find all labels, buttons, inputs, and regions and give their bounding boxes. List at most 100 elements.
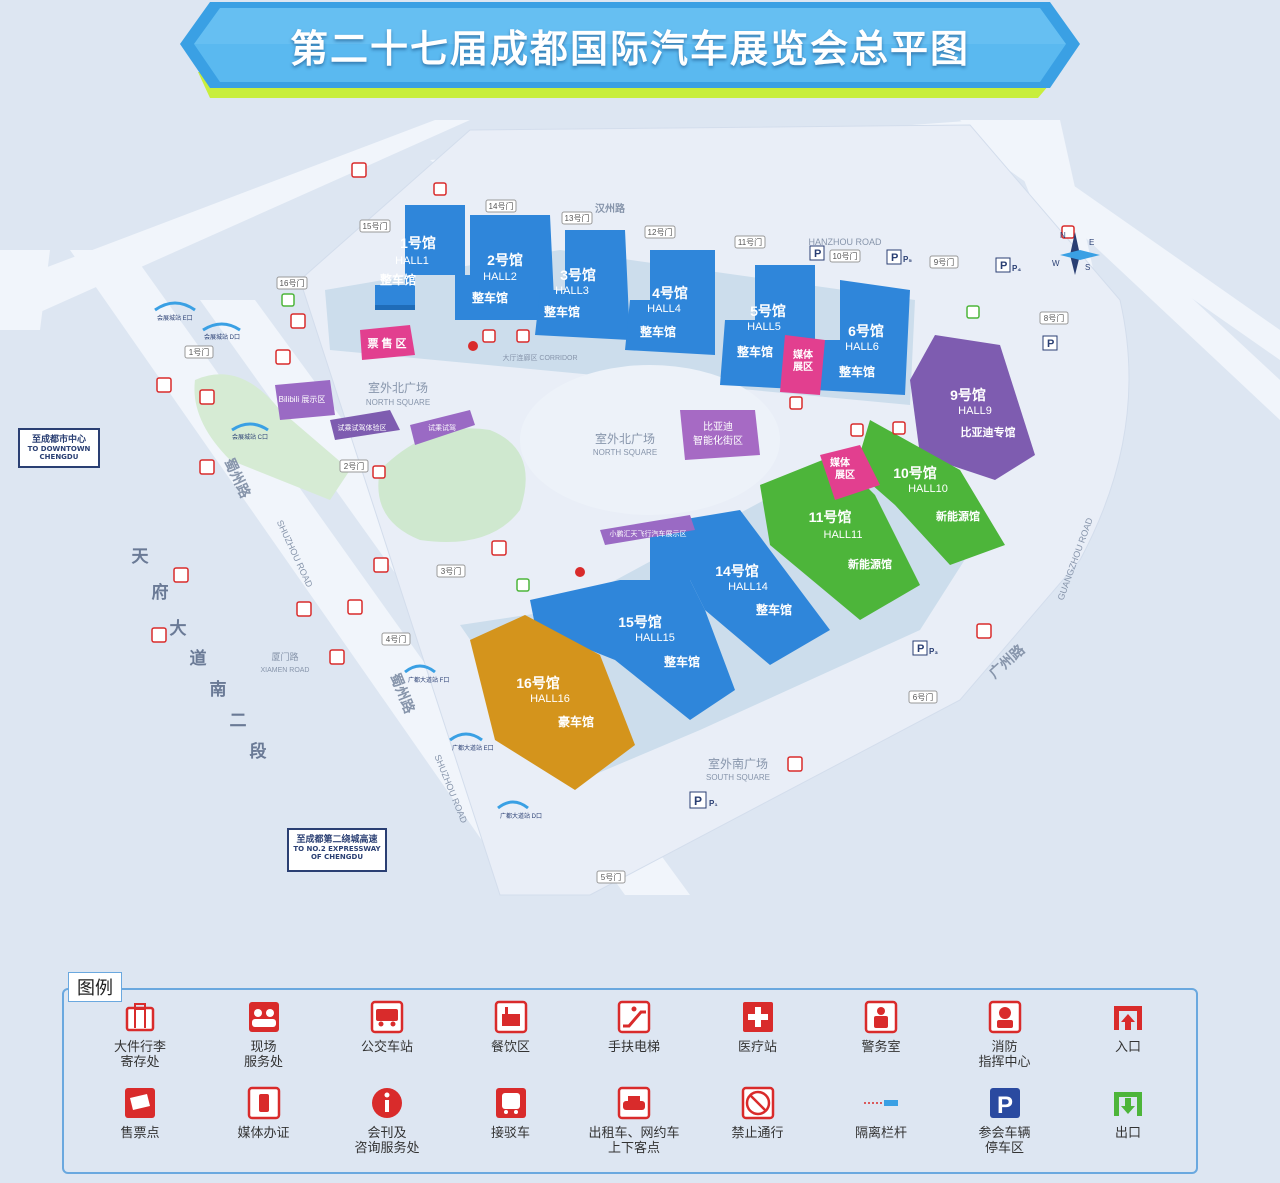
downtown-sign: 至成都市中心 TO DOWNTOWN CHENGDU xyxy=(18,428,100,468)
station-e2-icon xyxy=(449,732,483,742)
hall-11-en: HALL11 xyxy=(824,529,863,541)
ticket-icon xyxy=(373,557,389,573)
hall-11-type: 新能源馆 xyxy=(848,557,892,571)
svg-text:P₅: P₅ xyxy=(903,255,912,264)
testdrive-zone-b xyxy=(410,410,475,445)
xiaopeng-zone xyxy=(600,515,695,545)
svg-text:P₃: P₃ xyxy=(929,647,938,656)
legend-item-label: 医疗站 xyxy=(737,1040,777,1055)
svg-text:W: W xyxy=(1052,259,1060,268)
road-hanzhou-en: HANZHOU ROAD xyxy=(808,237,882,247)
corridor-label: 大厅连廊区 CORRIDOR xyxy=(502,353,577,362)
bus-icon xyxy=(351,162,367,178)
bus-icon xyxy=(173,567,189,583)
svg-text:天: 天 xyxy=(132,547,150,566)
no-entry-icon xyxy=(1061,225,1075,239)
gate-6: 6号门 xyxy=(913,692,933,702)
hall-3-en: HALL3 xyxy=(555,285,589,297)
svg-text:P: P xyxy=(814,248,821,260)
north-square-1-en: NORTH SQUARE xyxy=(366,398,430,407)
testdrive-a-label: 试乘试驾体验区 xyxy=(338,423,387,432)
north-square-2-en: NORTH SQUARE xyxy=(593,448,657,457)
legend-item-label: 会刊及 咨询服务处 xyxy=(354,1126,420,1156)
legend-item: 餐饮区 xyxy=(449,1000,573,1055)
gate-15: 15号门 xyxy=(363,221,388,231)
expressway-sign: 至成都第二绕城高速 TO NO.2 EXPRESSWAY OF CHENGDU xyxy=(287,828,387,872)
exit-icon xyxy=(1111,1086,1145,1120)
bus-icon xyxy=(199,459,215,475)
legend-item: 大件行李 寄存处 xyxy=(78,1000,202,1070)
svg-text:二: 二 xyxy=(230,711,247,730)
legend-item: P 参会车辆 停车区 xyxy=(943,1086,1067,1156)
shuttle-icon xyxy=(787,756,803,772)
hall-6 xyxy=(815,280,910,395)
compass-icon: N E S W xyxy=(1052,231,1100,275)
shuttle-icon xyxy=(347,599,363,615)
hall-15-name: 15号馆 xyxy=(618,614,662,630)
legend-item-label: 警务室 xyxy=(861,1040,901,1055)
gate-8: 8号门 xyxy=(1044,313,1064,323)
shuttle-icon xyxy=(494,1086,528,1120)
svg-text:广都大道站 D口: 广都大道站 D口 xyxy=(500,812,542,820)
gate-2: 2号门 xyxy=(344,461,364,471)
legend-item: 会刊及 咨询服务处 xyxy=(325,1086,449,1156)
hall-11-name: 11号馆 xyxy=(809,509,852,525)
legend-item: 现场 服务处 xyxy=(202,1000,326,1070)
hall-6-type: 整车馆 xyxy=(838,364,875,379)
green-lawn-2 xyxy=(194,374,350,500)
gate-9: 9号门 xyxy=(934,257,954,267)
hall-10-name: 10号馆 xyxy=(893,465,937,481)
gate-16: 16号门 xyxy=(280,278,305,288)
hall-10-type: 新能源馆 xyxy=(936,509,980,523)
police-icon xyxy=(864,1000,898,1034)
hall-9 xyxy=(910,335,1035,480)
hall-14-type: 整车馆 xyxy=(755,602,792,617)
hall-14-en: HALL14 xyxy=(728,581,768,593)
road-hanzhou: 汉州路 xyxy=(595,202,626,215)
svg-text:P: P xyxy=(891,252,898,264)
station-c-icon xyxy=(231,422,269,432)
hall-3-type: 整车馆 xyxy=(543,304,580,319)
hall-4 xyxy=(625,250,715,355)
hall-3-name: 3号馆 xyxy=(560,267,596,283)
svg-text:会展城站 D口: 会展城站 D口 xyxy=(204,333,240,341)
info-icon xyxy=(370,1086,404,1120)
svg-text:P: P xyxy=(917,643,924,655)
hall-6-name: 6号馆 xyxy=(848,323,884,339)
hall-15 xyxy=(530,580,735,720)
gate-11: 11号门 xyxy=(738,237,762,247)
road-xiamen-en: XIAMEN ROAD xyxy=(260,667,309,674)
svg-text:P: P xyxy=(1047,338,1054,350)
shuttle-icon xyxy=(329,649,345,665)
svg-text:P₄: P₄ xyxy=(1012,264,1021,273)
medical-icon xyxy=(482,329,496,343)
media-icon xyxy=(247,1086,281,1120)
bilibili-zone xyxy=(275,380,335,420)
shuttle-icon xyxy=(976,623,992,639)
map-icons xyxy=(151,162,1075,772)
hall-5-en: HALL5 xyxy=(747,321,781,333)
hall-14-name: 14号馆 xyxy=(715,563,759,579)
green-lawn xyxy=(378,428,526,542)
svg-text:P: P xyxy=(997,1092,1013,1119)
police-icon xyxy=(892,421,906,435)
hall-9-en: HALL9 xyxy=(958,405,992,417)
hall-10 xyxy=(855,420,1005,565)
barrier-icon xyxy=(864,1086,898,1120)
hall-15-type: 整车馆 xyxy=(663,654,700,669)
legend-item: 接驳车 xyxy=(449,1086,573,1141)
gate-4: 4号门 xyxy=(386,634,406,644)
media-zone-1 xyxy=(780,335,825,395)
svg-text:广都大道站 F口: 广都大道站 F口 xyxy=(408,676,449,684)
hall-1-type: 整车馆 xyxy=(379,272,416,287)
svg-text:N: N xyxy=(1060,231,1066,240)
hall-4-type: 整车馆 xyxy=(639,324,676,339)
xiaopeng-label: 小鹏汇天飞行汽车展示区 xyxy=(610,529,687,538)
svg-text:府: 府 xyxy=(152,582,169,602)
legend-item-label: 参会车辆 停车区 xyxy=(978,1126,1031,1156)
bus-icon xyxy=(156,377,172,393)
hall-2 xyxy=(455,215,555,320)
downtown-sign-cn: 至成都市中心 xyxy=(31,435,86,445)
fire-icon xyxy=(988,1000,1022,1034)
